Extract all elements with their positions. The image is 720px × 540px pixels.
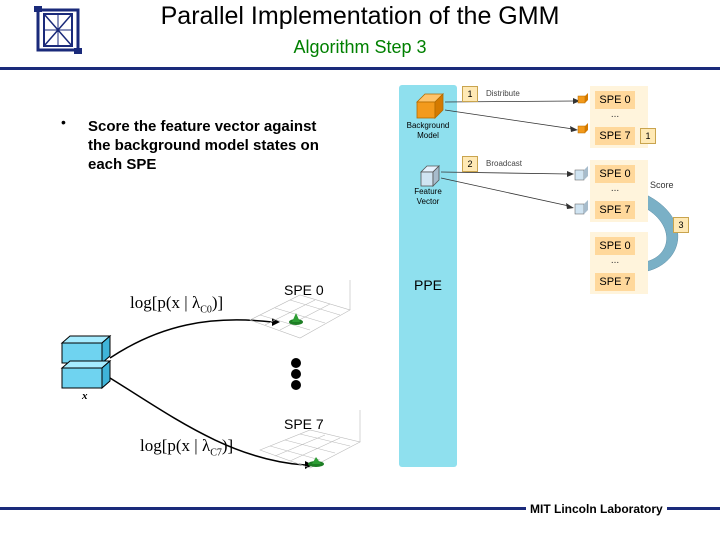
x-label: x (82, 390, 88, 402)
spe7-label: SPE 7 (284, 416, 324, 432)
spe0-label: SPE 0 (284, 282, 324, 298)
spe-orange-cube-icon (577, 123, 588, 134)
mit-ll-logo (34, 6, 82, 54)
formula-top-main: log[p(x | λ (130, 293, 201, 312)
right-diagram (416, 93, 679, 281)
formula-bottom: log[p(x | λC7)] (140, 436, 233, 458)
distribute-label: Distribute (486, 89, 520, 98)
spe-box: SPE 7 (595, 273, 635, 291)
spe-ellipsis: ... (610, 109, 620, 120)
formula-bottom-sub: C7 (210, 447, 222, 459)
feature-vector-label: Feature Vector (414, 187, 442, 206)
background-model-cube-icon (416, 93, 444, 119)
left-diagram (60, 280, 361, 469)
formula-top: log[p(x | λC0)] (130, 293, 223, 315)
ppe-label: PPE (414, 277, 443, 293)
formula-bottom-end: )] (221, 436, 234, 455)
spe0-gaussian-plot-icon (249, 280, 351, 339)
step-3-tag: 3 (673, 217, 689, 233)
top-rule (0, 67, 720, 70)
ellipsis-dot (291, 358, 301, 368)
bullet-text: Score the feature vector against the bac… (88, 118, 319, 173)
ellipsis-dot (291, 380, 301, 390)
spe-orange-cube-icon (577, 93, 588, 104)
formula-bottom-main: log[p(x | λ (140, 436, 211, 455)
formula-top-sub: C0 (200, 304, 212, 316)
spe-box: SPE 7 (595, 201, 635, 219)
feature-vector-cube-icon (420, 165, 440, 187)
formula-top-end: )] (211, 293, 224, 312)
spe-ellipsis: ... (610, 255, 620, 266)
bottom-rule (0, 507, 720, 510)
spe-box: SPE 7 (595, 127, 635, 145)
step-1b-tag: 1 (640, 128, 656, 144)
ellipsis-dot (291, 369, 301, 379)
spe-box: SPE 0 (595, 91, 635, 109)
score-label: Score (650, 180, 674, 190)
spe-blue-cube-icon (574, 166, 588, 181)
background-model-label: Background Model (406, 121, 450, 140)
bullet-marker: • (61, 114, 66, 130)
spe-ellipsis: ... (610, 183, 620, 194)
spe7-gaussian-plot-icon (259, 410, 361, 469)
page-subtitle: Algorithm Step 3 (293, 37, 427, 57)
spe-box: SPE 0 (595, 237, 635, 255)
spe-blue-cube-icon (574, 200, 588, 215)
page-title: Parallel Implementation of the GMM (160, 2, 560, 30)
spe-box: SPE 0 (595, 165, 635, 183)
ppe-column (399, 85, 457, 467)
feature-vector-stack-icon (60, 334, 112, 390)
step-2-tag: 2 (462, 156, 478, 172)
footer-lab-name: MIT Lincoln Laboratory (526, 502, 667, 516)
broadcast-label: Broadcast (486, 159, 523, 168)
step-1-tag: 1 (462, 86, 478, 102)
